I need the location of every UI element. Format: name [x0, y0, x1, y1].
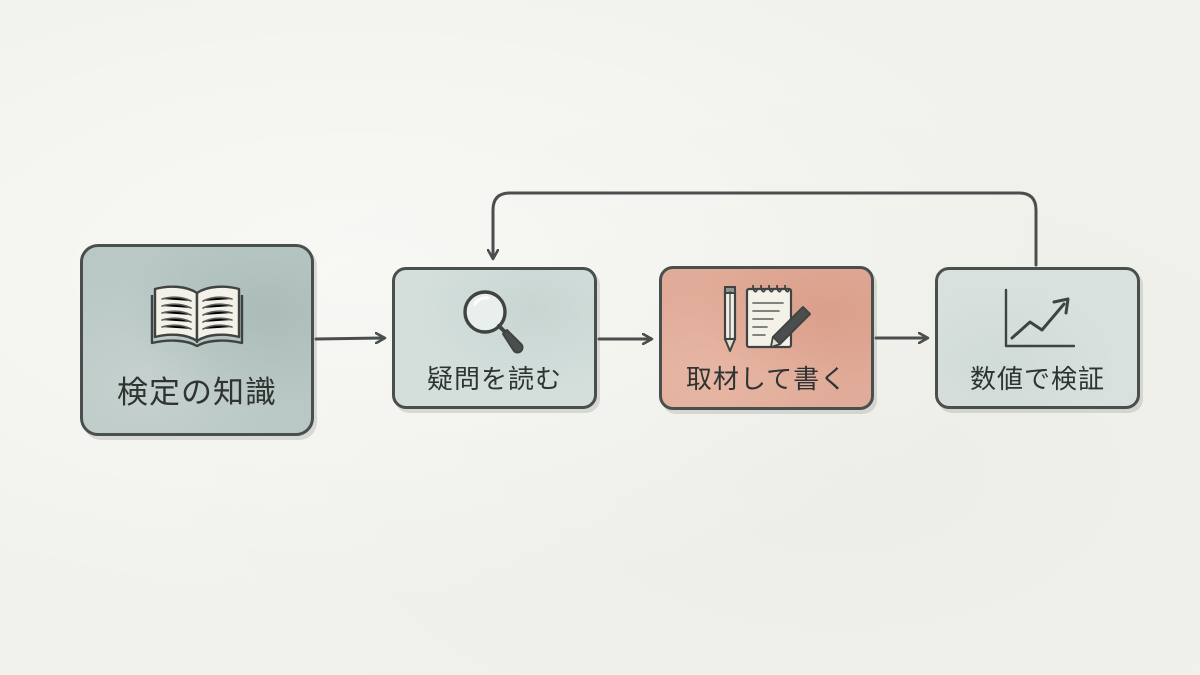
- node-label: 取材して書く: [685, 365, 848, 395]
- pencil-icon: [723, 286, 736, 352]
- node-write: 取材して書く: [659, 266, 874, 410]
- magnifying-glass-icon: [462, 290, 523, 354]
- rising-chart-icon: [1004, 288, 1075, 348]
- node-knowledge: 検定の知識: [80, 244, 314, 436]
- node-label: 数値で検証: [969, 365, 1105, 395]
- notepad-pencil-icon: [723, 284, 811, 352]
- arrow-verify-loop-to-question: [493, 191, 1038, 267]
- node-label: 疑問を読む: [426, 365, 562, 395]
- open-book-icon: [150, 285, 244, 348]
- writing-pencil-icon: [769, 306, 811, 348]
- watercolor-wash: [938, 270, 1137, 406]
- node-label: 検定の知識: [117, 375, 277, 411]
- node-verify: 数値で検証: [935, 267, 1140, 409]
- watercolor-wash: [395, 270, 594, 406]
- arrow-knowledge-to-question: [314, 338, 384, 339]
- node-question: 疑問を読む: [392, 267, 597, 409]
